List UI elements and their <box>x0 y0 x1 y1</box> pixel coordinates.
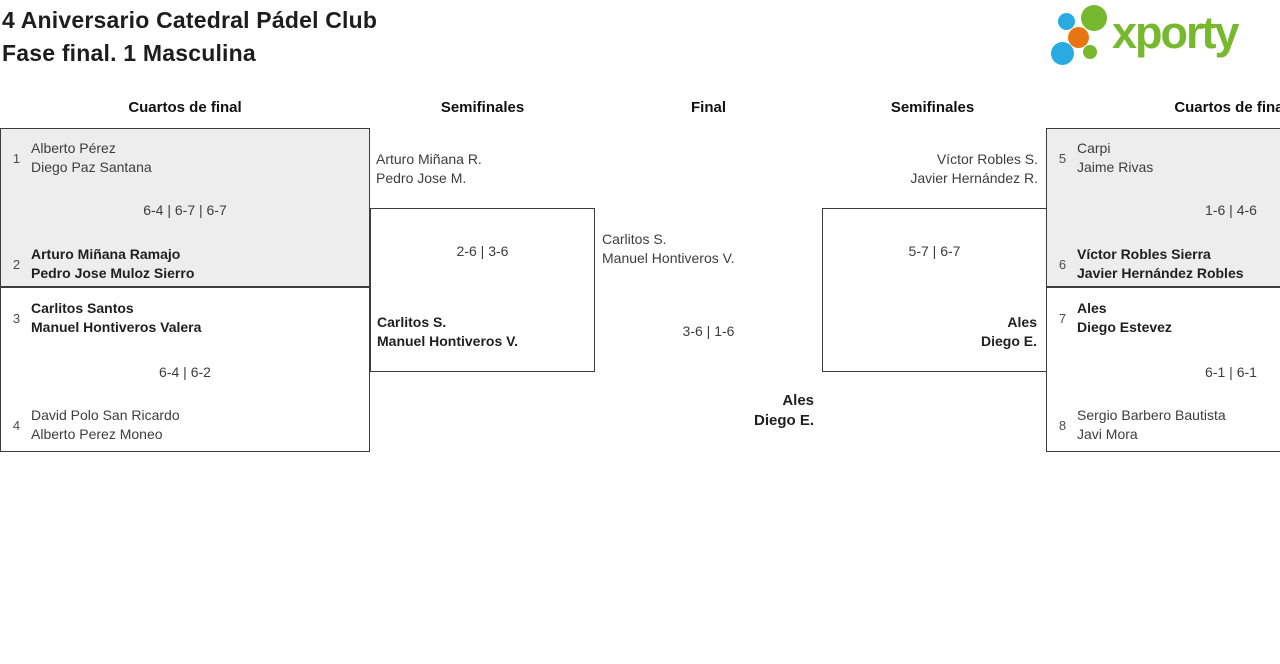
match-box-qf-1: 1 Alberto Pérez Diego Paz Santana 6-4 | … <box>0 128 370 287</box>
match-box-sf-left: 2-6 | 3-6 Carlitos S. Manuel Hontiveros … <box>370 208 595 372</box>
player-name: Carpi <box>1077 140 1111 156</box>
player-name: Arturo Miñana Ramajo <box>31 246 181 262</box>
seed-number: 6 <box>1058 256 1067 272</box>
semifinal-left-top-team: Arturo Miñana R. Pedro Jose M. <box>376 150 482 188</box>
player-name: Manuel Hontiveros V. <box>377 333 519 349</box>
player-name: Carlitos S. <box>377 314 447 330</box>
player-name: Víctor Robles S. <box>936 151 1038 167</box>
match-score: 6-4 | 6-7 | 6-7 <box>143 202 227 218</box>
final-score: 3-6 | 1-6 <box>682 323 735 339</box>
logo-dot-icon <box>1068 27 1089 48</box>
player-name: Jaime Rivas <box>1077 159 1154 175</box>
round-header-semifinals-right: Semifinales <box>890 99 975 116</box>
player-name: Manuel Hontiveros Valera <box>31 319 202 335</box>
match-score: 2-6 | 3-6 <box>456 243 509 259</box>
player-name: Diego E. <box>753 412 814 429</box>
team-names: Arturo Miñana Ramajo Pedro Jose Muloz Si… <box>31 245 194 283</box>
match-score: 6-1 | 6-1 <box>1205 364 1257 380</box>
round-header-semifinals-left: Semifinales <box>440 99 525 116</box>
round-header-quarterfinals-right: Cuartos de final <box>1174 99 1280 116</box>
player-name: Alberto Pérez <box>31 140 116 156</box>
xporty-logo[interactable]: xporty <box>1048 5 1280 67</box>
logo-dot-icon <box>1058 13 1075 30</box>
seed-number: 4 <box>12 417 21 433</box>
player-name: Diego E. <box>980 333 1037 349</box>
player-name: Diego Paz Santana <box>31 159 152 175</box>
team-row: 5 Carpi Jaime Rivas <box>1047 139 1280 177</box>
team-row: 4 David Polo San Ricardo Alberto Perez M… <box>1 406 369 444</box>
tournament-name: 4 Aniversario Catedral Pádel Club <box>2 7 378 33</box>
player-name: Ales <box>782 392 814 409</box>
player-name: Pedro Jose Muloz Sierro <box>31 265 195 281</box>
player-name: Carlitos S. <box>602 231 667 247</box>
team-row: 8 Sergio Barbero Bautista Javi Mora <box>1047 406 1280 444</box>
match-box-qf-4: 7 Ales Diego Estevez 6-1 | 6-1 8 Sergio … <box>1046 287 1280 452</box>
page-title: 4 Aniversario Catedral Pádel Club Fase f… <box>2 4 377 70</box>
player-name: Ales <box>1077 300 1107 316</box>
team-names: David Polo San Ricardo Alberto Perez Mon… <box>31 406 180 444</box>
seed-number: 2 <box>12 256 21 272</box>
seed-number: 8 <box>1058 417 1067 433</box>
player-name: Víctor Robles Sierra <box>1077 246 1211 262</box>
round-header-quarterfinals-left: Cuartos de final <box>128 99 242 116</box>
team-names: Ales Diego Estevez <box>1077 299 1172 337</box>
team-names: Alberto Pérez Diego Paz Santana <box>31 139 152 177</box>
logo-dot-icon <box>1081 5 1107 31</box>
seed-number: 7 <box>1058 310 1067 326</box>
player-name: Pedro Jose M. <box>376 170 467 186</box>
match-box-qf-3: 5 Carpi Jaime Rivas 1-6 | 4-6 6 Víctor R… <box>1046 128 1280 287</box>
logo-dot-icon <box>1083 45 1097 59</box>
team-names: Carpi Jaime Rivas <box>1077 139 1153 177</box>
team-row: 2 Arturo Miñana Ramajo Pedro Jose Muloz … <box>1 245 369 283</box>
player-name: Manuel Hontiveros V. <box>602 250 735 266</box>
match-box-sf-right: 5-7 | 6-7 Ales Diego E. <box>822 208 1047 372</box>
team-row: 1 Alberto Pérez Diego Paz Santana <box>1 139 369 177</box>
seed-number: 1 <box>12 150 21 166</box>
player-name: Ales <box>1007 314 1037 330</box>
team-row: 7 Ales Diego Estevez <box>1047 299 1280 337</box>
phase-name: Fase final. 1 Masculina <box>2 40 256 66</box>
player-name: David Polo San Ricardo <box>31 407 180 423</box>
team-row: 3 Carlitos Santos Manuel Hontiveros Vale… <box>1 299 369 337</box>
team-names: Víctor Robles Sierra Javier Hernández Ro… <box>1077 245 1244 283</box>
player-name: Alberto Perez Moneo <box>31 426 163 442</box>
player-name: Sergio Barbero Bautista <box>1077 407 1226 423</box>
team-names: Carlitos Santos Manuel Hontiveros Valera <box>31 299 201 337</box>
final-top-team: Carlitos S. Manuel Hontiveros V. <box>602 230 735 268</box>
player-name: Diego Estevez <box>1077 319 1172 335</box>
round-header-final: Final <box>690 99 726 116</box>
match-score: 5-7 | 6-7 <box>908 243 961 259</box>
logo-wordmark: xporty <box>1112 7 1240 58</box>
team-names: Sergio Barbero Bautista Javi Mora <box>1077 406 1226 444</box>
team-row: 6 Víctor Robles Sierra Javier Hernández … <box>1047 245 1280 283</box>
match-score: 1-6 | 4-6 <box>1205 202 1257 218</box>
semifinal-right-winner-team: Ales Diego E. <box>823 313 1037 351</box>
player-name: Carlitos Santos <box>31 300 134 316</box>
player-name: Javi Mora <box>1077 426 1138 442</box>
player-name: Javier Hernández Robles <box>1077 265 1244 281</box>
player-name: Javier Hernández R. <box>910 170 1038 186</box>
match-score: 6-4 | 6-2 <box>159 364 211 380</box>
final-winner-team: Ales Diego E. <box>600 391 814 431</box>
semifinal-right-top-team: Víctor Robles S. Javier Hernández R. <box>820 150 1038 188</box>
logo-dot-icon <box>1051 42 1074 65</box>
seed-number: 3 <box>12 310 21 326</box>
seed-number: 5 <box>1058 150 1067 166</box>
match-box-qf-2: 3 Carlitos Santos Manuel Hontiveros Vale… <box>0 287 370 452</box>
player-name: Arturo Miñana R. <box>376 151 482 167</box>
semifinal-left-winner-team: Carlitos S. Manuel Hontiveros V. <box>377 313 518 351</box>
